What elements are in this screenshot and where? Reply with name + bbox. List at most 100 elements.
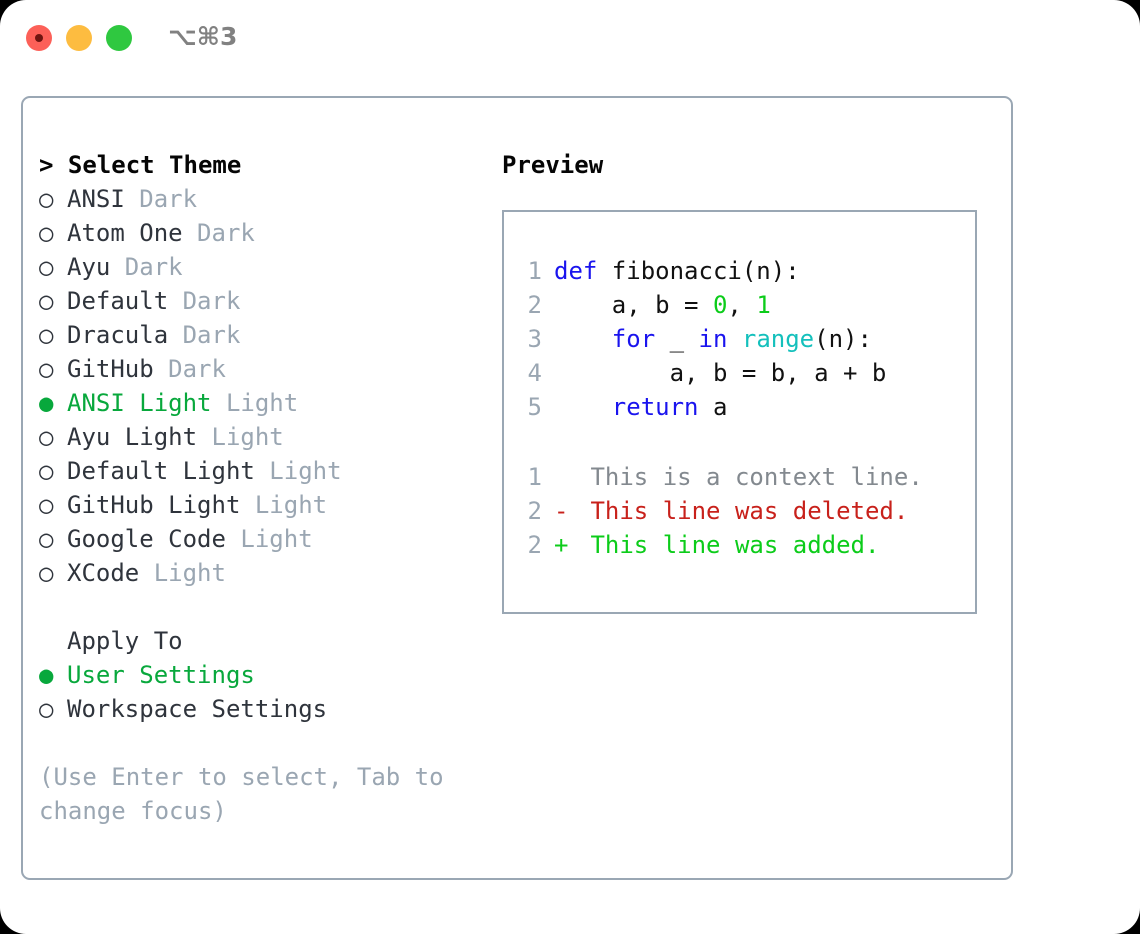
theme-category: Light	[211, 389, 299, 417]
main-panel: > Select Theme ○ANSI Dark○Atom One Dark○…	[21, 96, 1013, 880]
apply-to-option-label: Workspace Settings	[67, 695, 328, 723]
theme-category: Light	[254, 457, 342, 485]
theme-name: GitHub	[67, 355, 154, 383]
diff-marker: +	[554, 531, 569, 559]
code-line: 2 a, b = 0, 1	[520, 288, 886, 322]
apply-to-label: Apply To	[67, 627, 183, 655]
theme-name: Google Code	[67, 525, 226, 553]
window-close-button[interactable]	[26, 25, 52, 51]
code-token	[727, 325, 741, 353]
code-token: _	[655, 325, 699, 353]
line-number: 1	[527, 257, 542, 285]
apply-to-section: Apply To ●User Settings ○ Workspace Settin…	[39, 624, 489, 726]
code-token: range	[741, 325, 815, 353]
theme-option-atom-one[interactable]: ○Atom One Dark	[39, 216, 489, 250]
line-number: 3	[527, 325, 542, 353]
close-icon	[35, 34, 43, 42]
apply-to-option-workspace-settings[interactable]: ○ Workspace Settings	[39, 692, 489, 726]
diff-marker: -	[554, 497, 569, 525]
theme-category: Dark	[124, 185, 198, 213]
code-token: a	[698, 393, 728, 421]
theme-option-xcode[interactable]: ○ XCode Light	[39, 556, 489, 590]
theme-name: Ayu	[67, 253, 111, 281]
diff-marker	[554, 460, 576, 494]
code-token	[554, 393, 612, 421]
theme-option-github-light[interactable]: ○GitHub Light Light	[39, 488, 489, 522]
theme-name: ANSI Light	[67, 389, 212, 417]
theme-category: Dark	[168, 287, 241, 315]
code-token: for	[611, 325, 656, 353]
line-number: 5	[527, 393, 542, 421]
theme-category: Light	[139, 559, 226, 587]
diff-sample: 1 This is a context line. 2- This line wa…	[520, 460, 923, 562]
theme-category: Dark	[110, 253, 183, 281]
window-shortcut-label: ⌥⌘3	[168, 22, 238, 51]
theme-name: XCode	[67, 559, 140, 587]
diff-text: This is a context line.	[576, 463, 923, 491]
theme-option-ayu-light[interactable]: ○Ayu Light Light	[39, 420, 489, 454]
diff-line-add: 2 + This line was added.	[520, 528, 923, 562]
theme-option-ansi-light[interactable]: ● ANSI Light Light	[39, 386, 489, 420]
line-number: 4	[527, 359, 542, 387]
window-titlebar: ⌥⌘3	[0, 0, 1140, 78]
theme-name: Ayu Light	[67, 423, 198, 451]
code-token: a, b = b, a + b	[554, 359, 887, 387]
theme-option-ayu[interactable]: ○ Ayu Dark	[39, 250, 489, 284]
keyboard-hint-text: (Use Enter to select, Tab to change focu…	[39, 763, 444, 825]
code-token: def	[554, 257, 598, 285]
code-token: a, b =	[554, 291, 713, 319]
code-line: 3 for _ in range(n):	[520, 322, 886, 356]
line-number: 2	[527, 531, 542, 559]
line-number: 2	[527, 291, 542, 319]
theme-option-default-light[interactable]: ○Default Light Light	[39, 454, 489, 488]
radio-unselected-icon: ○	[39, 559, 54, 587]
preview-heading: Preview	[502, 151, 604, 179]
radio-unselected-icon: ○	[39, 695, 54, 723]
diff-text: This line was deleted.	[576, 497, 909, 525]
apply-to-option-user-settings[interactable]: ●User Settings	[39, 658, 489, 692]
diff-text: This line was added.	[576, 531, 880, 559]
code-token: 0	[712, 291, 728, 319]
theme-category: Dark	[168, 321, 241, 349]
theme-option-default[interactable]: ○Default Dark	[39, 284, 489, 318]
radio-unselected-icon: ○	[39, 423, 54, 451]
theme-selection-column: > Select Theme ○ANSI Dark○Atom One Dark○…	[39, 148, 489, 828]
theme-name: ANSI	[67, 185, 125, 213]
radio-unselected-icon: ○	[39, 355, 54, 383]
code-token: ,	[727, 291, 757, 319]
theme-name: Atom One	[67, 219, 183, 247]
radio-unselected-icon: ○	[39, 321, 54, 349]
line-number: 2	[527, 497, 542, 525]
theme-category: Light	[240, 491, 328, 519]
theme-option-ansi[interactable]: ○ ANSI Dark	[39, 182, 489, 216]
theme-list: ○ANSI Dark○Atom One Dark○Ayu Dark○Defaul…	[39, 182, 489, 590]
code-line: 4 a, b = b, a + b	[520, 356, 887, 390]
code-line: 5 return a	[520, 390, 886, 424]
select-theme-heading: > Select Theme	[39, 151, 242, 179]
radio-unselected-icon: ○	[39, 253, 54, 281]
code-token: (n):	[814, 325, 872, 353]
theme-name: Dracula	[67, 321, 169, 349]
theme-option-github[interactable]: ○ GitHub Dark	[39, 352, 489, 386]
theme-name: Default Light	[67, 457, 255, 485]
theme-name: GitHub Light	[67, 491, 241, 519]
theme-category: Dark	[153, 355, 226, 383]
diff-line-ctx: 1 This is a context line.	[520, 460, 923, 494]
code-token: return	[611, 393, 699, 421]
line-number: 1	[527, 463, 542, 491]
radio-selected-icon: ●	[39, 389, 54, 417]
radio-unselected-icon: ○	[39, 525, 54, 553]
theme-option-dracula[interactable]: ○ Dracula Dark	[39, 318, 489, 352]
theme-option-google-code[interactable]: ○ Google Code Light	[39, 522, 489, 556]
apply-to-option-list: ●User Settings ○ Workspace Settings	[39, 658, 489, 726]
radio-unselected-icon: ○	[39, 185, 54, 213]
theme-category: Dark	[182, 219, 255, 247]
window-minimize-button[interactable]	[66, 25, 92, 51]
theme-name: Default	[67, 287, 169, 315]
theme-category: Light	[225, 525, 313, 553]
window-maximize-button[interactable]	[106, 25, 132, 51]
